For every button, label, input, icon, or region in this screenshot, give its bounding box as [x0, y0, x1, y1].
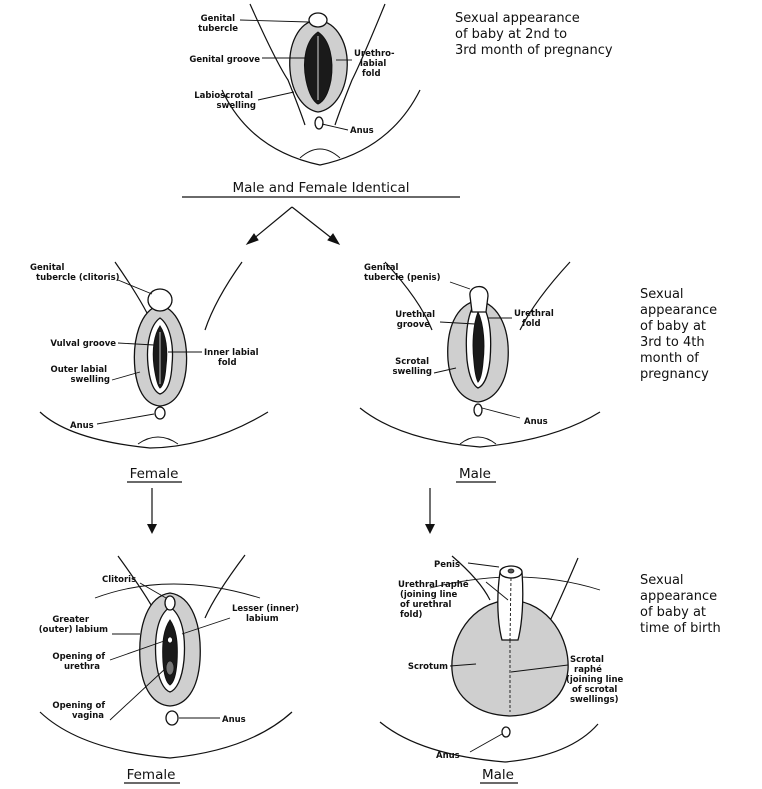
stage3-female-label-greater-labium: Greater (outer) labium: [39, 615, 108, 635]
stage1-title: Male and Female Identical: [233, 180, 410, 196]
stage3-female-label-opening-urethra: Opening of urethra: [52, 652, 108, 672]
stage2-female-title: Female: [130, 466, 179, 482]
down-arrows: [147, 488, 435, 534]
stage2-female-label-vulval-groove: Vulval groove: [50, 339, 116, 349]
stage3-male-label-urethral-raphe: Urethral raphé (joining line of urethral…: [398, 579, 472, 620]
stage3-male-label-penis: Penis: [434, 560, 460, 570]
stage1-caption: Sexual appearance of baby at 2nd to 3rd …: [455, 11, 613, 58]
stage1-label-labioscrotal-swelling: Labioscrotal swelling: [194, 91, 256, 111]
stage3-female-label-clitoris: Clitoris: [102, 575, 136, 585]
stage2-male-label-genital-tubercle: Genital tubercle (penis): [364, 263, 441, 283]
stage1-label-anus: Anus: [350, 126, 374, 136]
stage2-female-label-genital-tubercle: Genital tubercle (clitoris): [30, 263, 120, 283]
stage2-male-label-urethral-groove: Urethral groove: [395, 310, 438, 330]
branch-arrows: [247, 207, 339, 244]
stage3-female-label-lesser-labium: Lesser (inner) labium: [232, 604, 302, 624]
stage3-female-label-anus: Anus: [222, 715, 246, 725]
stage3-male-label-anus: Anus: [436, 751, 460, 761]
stage2-male-label-urethral-fold: Urethral fold: [514, 309, 557, 329]
stage2-caption: Sexual appearance of baby at 3rd to 4th …: [640, 287, 721, 382]
stage1-label-genital-tubercle: Genital tubercle: [198, 14, 238, 34]
stage2-female-label-outer-labial-swelling: Outer labial swelling: [50, 365, 110, 385]
stage2-male-drawing: [360, 262, 600, 447]
stage3-male-title: Male: [482, 767, 514, 783]
stage3-male-label-scrotal-raphe: Scrotal raphé (joining line of scrotal s…: [566, 655, 626, 705]
stage2-male-label-anus: Anus: [524, 417, 548, 427]
stage2-female-label-anus: Anus: [70, 421, 94, 431]
stage3-female-title: Female: [127, 767, 176, 783]
stage2-male-title: Male: [459, 466, 491, 482]
stage1-label-genital-groove: Genital groove: [189, 55, 260, 65]
stage3-female-label-opening-vagina: Opening of vagina: [52, 701, 108, 721]
stage2-male-label-scrotal-swelling: Scrotal swelling: [392, 357, 432, 377]
stage1-indifferent-drawing: [222, 4, 420, 165]
stage3-male-label-scrotum: Scrotum: [408, 662, 448, 672]
stage1-label-urethrolabial-fold: Urethro- labial fold: [354, 49, 398, 79]
stage2-female-label-inner-labial-fold: Inner labial fold: [204, 348, 261, 368]
stage3-caption: Sexual appearance of baby at time of bir…: [640, 573, 721, 636]
